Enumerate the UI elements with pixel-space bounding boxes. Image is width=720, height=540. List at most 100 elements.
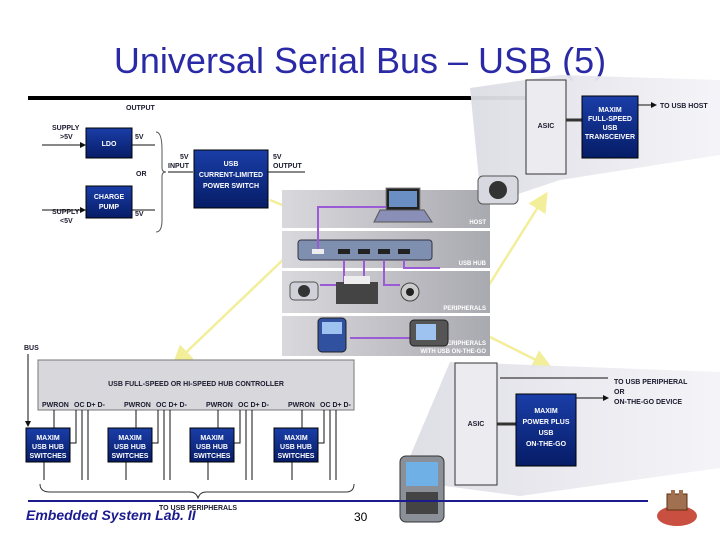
power-switch-label-2: CURRENT-LIMITED [199, 172, 263, 179]
host-layer-label: HOST [469, 220, 486, 226]
port-2-data-pins: OC D+ D- [156, 402, 188, 409]
hub-switch-box-2 [107, 427, 153, 463]
supply-high-label-1: SUPPLY [52, 125, 80, 132]
port-2-pwron: PWRON [124, 402, 151, 409]
transceiver-label-4: TRANSCEIVER [585, 134, 635, 141]
peripherals-brace [39, 483, 355, 500]
otg-layer-label-1: PERIPHERALS [443, 341, 486, 347]
title-divider [28, 96, 528, 100]
peripherals-layer [282, 271, 490, 313]
charge-pump-label-2: PUMP [99, 204, 120, 211]
supply-high-label-2: >5V [60, 134, 73, 141]
output-label: OUTPUT [126, 105, 156, 112]
switch-output-label-1: 5V [273, 154, 282, 161]
hub-switch-box-1 [25, 427, 71, 463]
usb-hub-icon [297, 239, 433, 261]
transceiver-box [581, 95, 639, 159]
hub-switch-4-label-3: SWITCHES [278, 453, 315, 460]
webcam-cable [383, 260, 400, 286]
host-asic-box [525, 79, 567, 175]
otg-label-2: POWER PLUS [522, 419, 569, 426]
supply-low-label-2: <5V [60, 218, 73, 225]
hub-controller-label: USB FULL-SPEED OR HI-SPEED HUB CONTROLLE… [108, 381, 284, 388]
hub-diagram: BUS USB FULL-SPEED OR HI-SPEED HUB CONTR… [24, 345, 355, 512]
hub-switch-box-3 [189, 427, 235, 463]
phone-icon [317, 317, 347, 353]
otg-asic-box [454, 362, 498, 486]
host-callout: ASIC MAXIM FULL-SPEED USB TRANSCEIVER TO… [470, 75, 720, 205]
switch-input-label-2: INPUT [168, 163, 190, 170]
charge-pump-box [85, 185, 133, 219]
ldo-label: LDO [102, 141, 117, 148]
or-label: OR [136, 171, 147, 178]
hub-switch-1-label-2: USB HUB [32, 444, 64, 451]
hub-switch-3-label-3: SWITCHES [194, 453, 231, 460]
hub-switch-1-label-3: SWITCHES [30, 453, 67, 460]
hub-controller-box [37, 359, 355, 411]
port-1-pwron: PWRON [42, 402, 69, 409]
supply-low-label-1: SUPPLY [52, 209, 80, 216]
footer-divider [28, 500, 648, 502]
ldo-box [85, 127, 133, 159]
slide-title: Universal Serial Bus – USB (5) [113, 40, 607, 81]
otg-callout: ASIC MAXIM POWER PLUS USB ON-THE-GO TO U… [399, 362, 720, 523]
otg-layer-label-2: WITH USB ON-THE-GO [420, 349, 486, 355]
port-4-data-pins: OC D+ D- [320, 402, 352, 409]
switch-input-label-1: 5V [180, 154, 189, 161]
power-switch-label-1: USB [224, 161, 239, 168]
power-supply-diagram: OUTPUT SUPPLY >5V LDO 5V OR SUPPLY <5V C… [42, 105, 305, 233]
charge-pump-label-1: CHARGE [94, 194, 125, 201]
digital-camera-icon [477, 175, 519, 205]
hub-layer-label: USB HUB [459, 261, 487, 267]
otg-asic-label: ASIC [468, 421, 485, 428]
otg-label-1: MAXIM [534, 408, 558, 415]
callout-arrow-hub [172, 254, 289, 366]
callout-arrow-host [480, 191, 548, 297]
port-3-data-pins: OC D+ D- [238, 402, 270, 409]
laptop-icon [373, 187, 433, 223]
peripherals-layer-label: PERIPHERALS [443, 306, 486, 312]
to-peripheral-label-2: OR [614, 389, 625, 396]
transceiver-label-3: USB [603, 125, 618, 132]
otg-label-4: ON-THE-GO [526, 441, 567, 448]
to-host-label: TO USB HOST [660, 103, 708, 110]
hub-switch-4-label-2: USB HUB [280, 444, 312, 451]
callout-arrow-otg [487, 334, 553, 369]
hub-switch-1-label-1: MAXIM [36, 435, 60, 442]
to-peripherals-label: TO USB PERIPHERALS [159, 505, 237, 512]
power-switch-box [193, 149, 269, 209]
hub-switch-3-label-2: USB HUB [196, 444, 228, 451]
v5-top-label: 5V [135, 134, 144, 141]
page-number: 30 [354, 510, 368, 524]
hub-port-1: PWRON OC D+ D- MAXIM USB HUB SWITCHES [25, 402, 106, 480]
printer-icon [336, 276, 378, 304]
to-peripheral-label-1: TO USB PERIPHERAL [614, 379, 688, 386]
output-brace [155, 131, 167, 233]
host-cable [317, 206, 386, 249]
usb-topology: HOST USB HUB PERIPHERALS PERIPHERALS WIT… [282, 187, 490, 356]
switch-output-label-2: OUTPUT [273, 163, 303, 170]
port-4-pwron: PWRON [288, 402, 315, 409]
hub-switch-2-label-1: MAXIM [118, 435, 142, 442]
host-asic-label: ASIC [538, 123, 555, 130]
hub-switch-2-label-2: USB HUB [114, 444, 146, 451]
otg-transceiver-box [515, 393, 577, 467]
power-switch-label-3: POWER SWITCH [203, 183, 259, 190]
bus-label: BUS [24, 345, 39, 352]
hub-switch-box-4 [273, 427, 319, 463]
footer-course-name: Embedded System Lab. II [26, 507, 196, 523]
hub-switch-3-label-1: MAXIM [200, 435, 224, 442]
transceiver-label-1: MAXIM [598, 107, 622, 114]
pda-icon [409, 319, 449, 347]
hub-switch-4-label-1: MAXIM [284, 435, 308, 442]
v5-bottom-label: 5V [135, 211, 144, 218]
hub-switch-2-label-3: SWITCHES [112, 453, 149, 460]
otg-label-3: USB [539, 430, 554, 437]
handheld-device-icon [399, 455, 445, 523]
hub-port-3: PWRON OC D+ D- MAXIM USB HUB SWITCHES [189, 402, 270, 480]
hub-port-4: PWRON OC D+ D- MAXIM USB HUB SWITCHES [273, 402, 352, 480]
port-1-data-pins: OC D+ D- [74, 402, 106, 409]
to-peripheral-label-3: ON-THE-GO DEVICE [614, 399, 682, 406]
lab-logo [657, 490, 697, 526]
